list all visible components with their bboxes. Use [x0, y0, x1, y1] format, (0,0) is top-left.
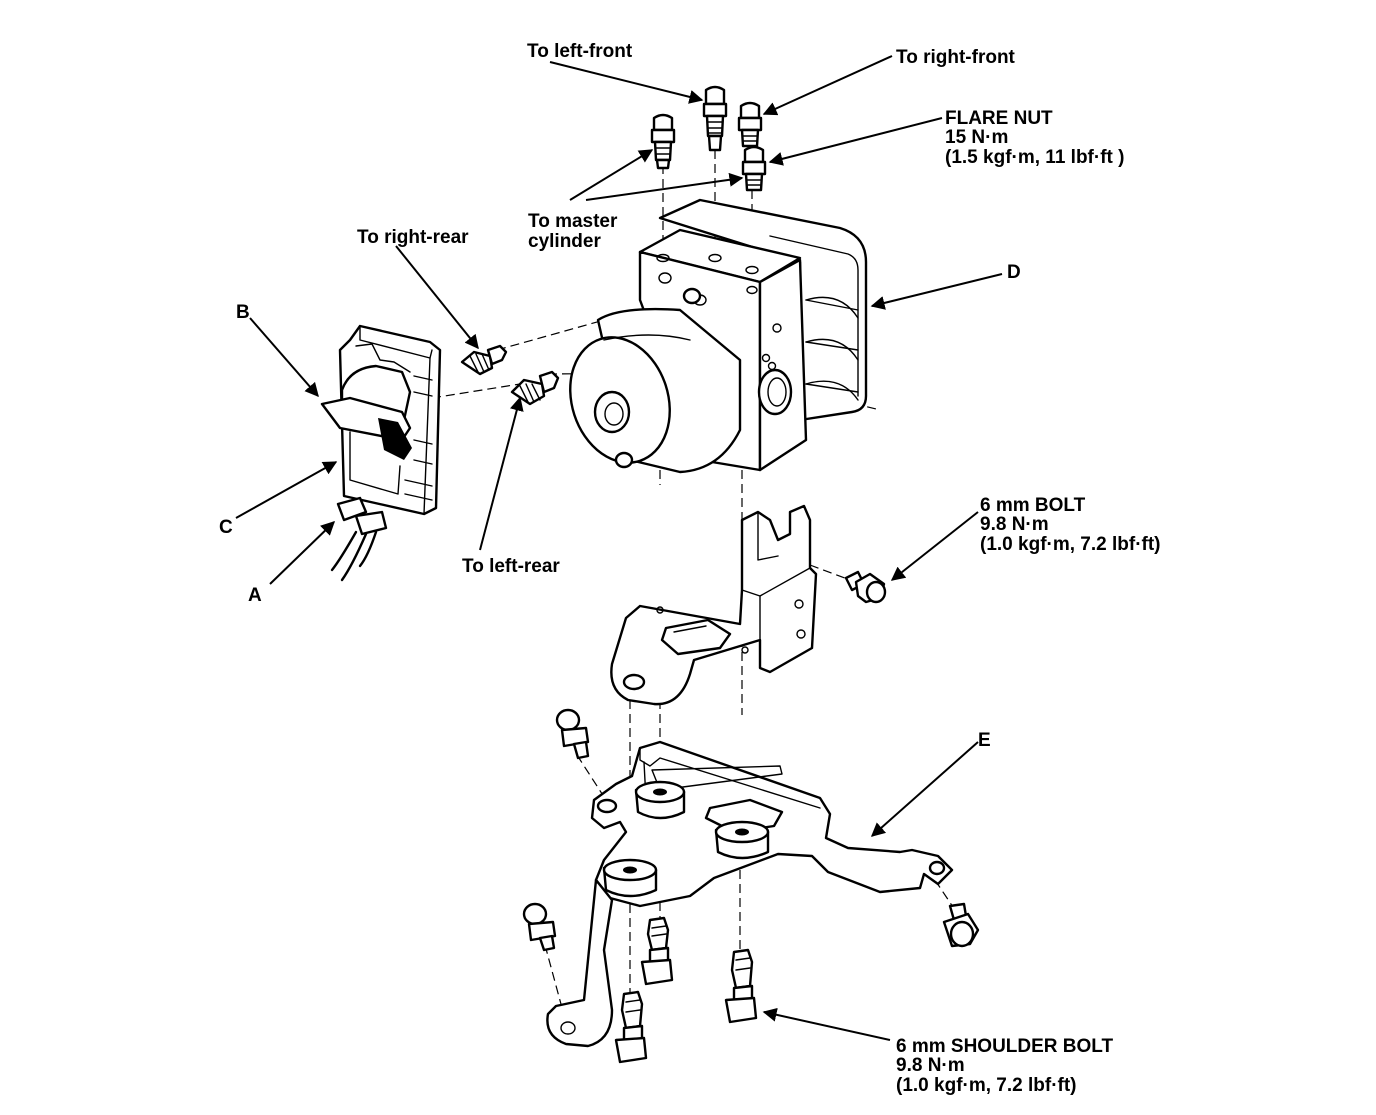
upper-bracket [610, 504, 818, 706]
label-shoulder-bolt-torque-alt: (1.0 kgf·m, 7.2 lbf·ft) [896, 1075, 1077, 1096]
label-to-left-front: To left-front [527, 41, 633, 62]
label-flare-nut-torque-alt: (1.5 kgf·m, 11 lbf·ft ) [945, 147, 1124, 168]
bolt-6mm-upper [844, 570, 887, 604]
label-to-left-rear: To left-rear [462, 556, 560, 577]
label-to-master-2: cylinder [528, 231, 601, 252]
label-bolt-6mm-torque-alt: (1.0 kgf·m, 7.2 lbf·ft) [980, 534, 1161, 555]
label-shoulder-bolt-torque-nm: 9.8 N·m [896, 1055, 965, 1076]
bolt-lower-top-left [555, 708, 590, 760]
flare-nut-master-right [741, 145, 767, 192]
bolt-lower-right [942, 902, 980, 948]
abs-modulator-unit [569, 198, 868, 474]
harness-connector [320, 324, 442, 582]
shoulder-bolt-2 [724, 948, 758, 1024]
labels: To left-front To right-front FLARE NUT 1… [219, 41, 1161, 1096]
label-flare-nut-title: FLARE NUT [945, 108, 1053, 129]
lower-bracket [546, 740, 954, 1048]
callout-d: D [1007, 262, 1021, 283]
flare-nut-master-left [650, 113, 676, 170]
shoulder-bolt-1 [640, 916, 674, 986]
label-flare-nut-torque-nm: 15 N·m [945, 127, 1008, 148]
label-to-right-rear: To right-rear [357, 227, 469, 248]
callout-c: C [219, 517, 233, 538]
label-bolt-6mm-title: 6 mm BOLT [980, 495, 1086, 516]
fitting-left-rear [510, 370, 560, 406]
label-bolt-6mm-torque-nm: 9.8 N·m [980, 514, 1049, 535]
callout-a: A [248, 585, 262, 606]
flare-nut-right-front [737, 101, 763, 148]
flare-nut-left-front [702, 85, 728, 152]
shoulder-bolt-3 [614, 990, 648, 1064]
callout-b: B [236, 302, 250, 323]
label-to-right-front: To right-front [896, 47, 1016, 68]
bolt-lower-bottom-left [522, 902, 557, 952]
callout-e: E [978, 730, 991, 751]
fitting-right-rear [460, 344, 508, 376]
label-to-master-1: To master [528, 211, 618, 232]
leader-arrows [235, 55, 1003, 1041]
label-shoulder-bolt-title: 6 mm SHOULDER BOLT [896, 1036, 1114, 1057]
